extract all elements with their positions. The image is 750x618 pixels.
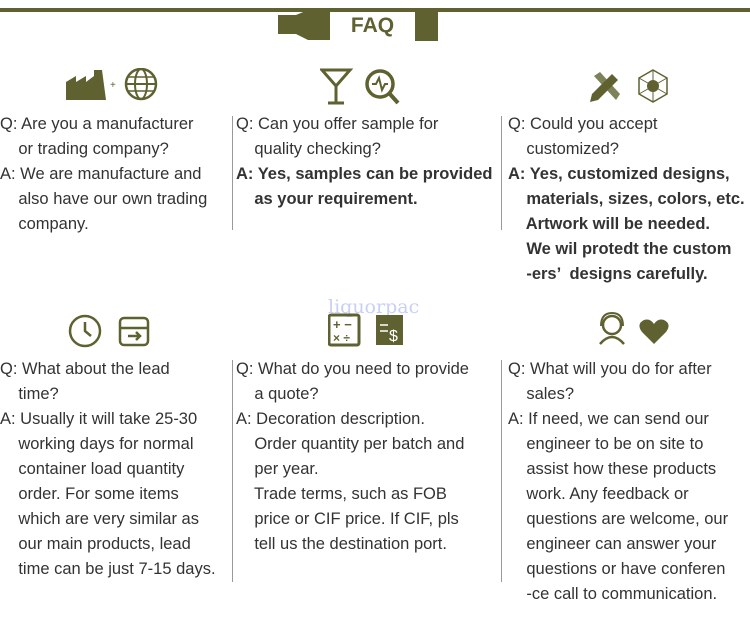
answer-line: as your requirement.	[236, 190, 418, 208]
faq-item: Q: What about the lead time? A: Usually i…	[0, 357, 216, 582]
answer-line: A: If need, we can send our	[508, 410, 709, 428]
question-line: a quote?	[236, 385, 319, 403]
divider	[232, 116, 233, 230]
answer-line: also have our own trading	[0, 190, 208, 208]
answer-line: A: We are manufacture and	[0, 165, 202, 183]
answer-line: which are very similar as	[0, 510, 199, 528]
answer-line: company.	[0, 215, 89, 233]
answer-line: work. Any feedback or	[508, 485, 689, 503]
answer-line: Artwork will be needed.	[508, 215, 711, 233]
header-bar	[0, 8, 750, 12]
question-line: customized?	[508, 140, 619, 158]
question-line: or trading company?	[0, 140, 169, 158]
question-line: Q: Could you accept	[508, 115, 658, 133]
answer-line: A: Yes, samples can be provided	[236, 165, 493, 183]
faq-item: Q: Could you accept customized? A: Yes, c…	[508, 112, 745, 287]
faq-item: Q: Can you offer sample for quality chec…	[236, 112, 492, 212]
answer-line: We wil protedt the custom	[508, 240, 732, 258]
answer-line: -ers’ designs carefully.	[508, 265, 708, 283]
answer-line: materials, sizes, colors, etc.	[508, 190, 745, 208]
divider	[501, 116, 502, 230]
divider	[232, 360, 233, 582]
question-line: time?	[0, 385, 59, 403]
answer-line: order. For some items	[0, 485, 179, 503]
factory-icon: +	[66, 68, 158, 101]
answer-line: engineer to be on site to	[508, 435, 704, 453]
answer-line: tell us the destination port.	[236, 535, 447, 553]
support-heart-icons	[599, 312, 669, 345]
question-line: sales?	[508, 385, 575, 403]
question-line: quality checking?	[236, 140, 381, 158]
svg-text:$: $	[389, 328, 398, 345]
faq-item: Q: What do you need to provide a quote? A…	[236, 357, 469, 557]
answer-line: Order quantity per batch and	[236, 435, 465, 453]
design-network-icons	[590, 69, 668, 103]
answer-line: assist how these products	[508, 460, 717, 478]
bottle-banner-icon	[278, 10, 438, 41]
svg-text:+ −: + −	[333, 317, 352, 332]
answer-line: A: Yes, customized designs,	[508, 165, 730, 183]
calculator-price-icons: + − × ÷ $	[328, 313, 403, 347]
question-line: Q: Can you offer sample for	[236, 115, 439, 133]
answer-line: Trade terms, such as FOB	[236, 485, 447, 503]
page-title: FAQ	[330, 12, 415, 40]
watermark: liquorpac	[328, 296, 420, 318]
cocktail-magnifier-icons	[320, 68, 400, 105]
answer-line: working days for normal	[0, 435, 194, 453]
faq-item: Q: Are you a manufacturer or trading com…	[0, 112, 207, 237]
question-line: Q: What will you do for after	[508, 360, 712, 378]
answer-line: container load quantity	[0, 460, 185, 478]
stopwatch-inbox-icons	[68, 314, 150, 348]
answer-line: questions or have conferen	[508, 560, 726, 578]
question-line: Q: What do you need to provide	[236, 360, 469, 378]
question-line: Q: Are you a manufacturer	[0, 115, 194, 133]
answer-line: time can be just 7-15 days.	[0, 560, 216, 578]
answer-line: engineer can answer your	[508, 535, 717, 553]
faq-item: Q: What will you do for after sales? A: I…	[508, 357, 728, 607]
answer-line: price or CIF price. If CIF, pls	[236, 510, 459, 528]
answer-line: A: Decoration description.	[236, 410, 425, 428]
svg-text:× ÷: × ÷	[333, 331, 350, 345]
divider	[501, 360, 502, 582]
svg-text:+: +	[110, 80, 116, 91]
answer-line: our main products, lead	[0, 535, 191, 553]
answer-line: per year.	[236, 460, 319, 478]
question-line: Q: What about the lead	[0, 360, 170, 378]
answer-line: questions are welcome, our	[508, 510, 729, 528]
answer-line: -ce call to communication.	[508, 585, 718, 603]
answer-line: A: Usually it will take 25-30	[0, 410, 198, 428]
